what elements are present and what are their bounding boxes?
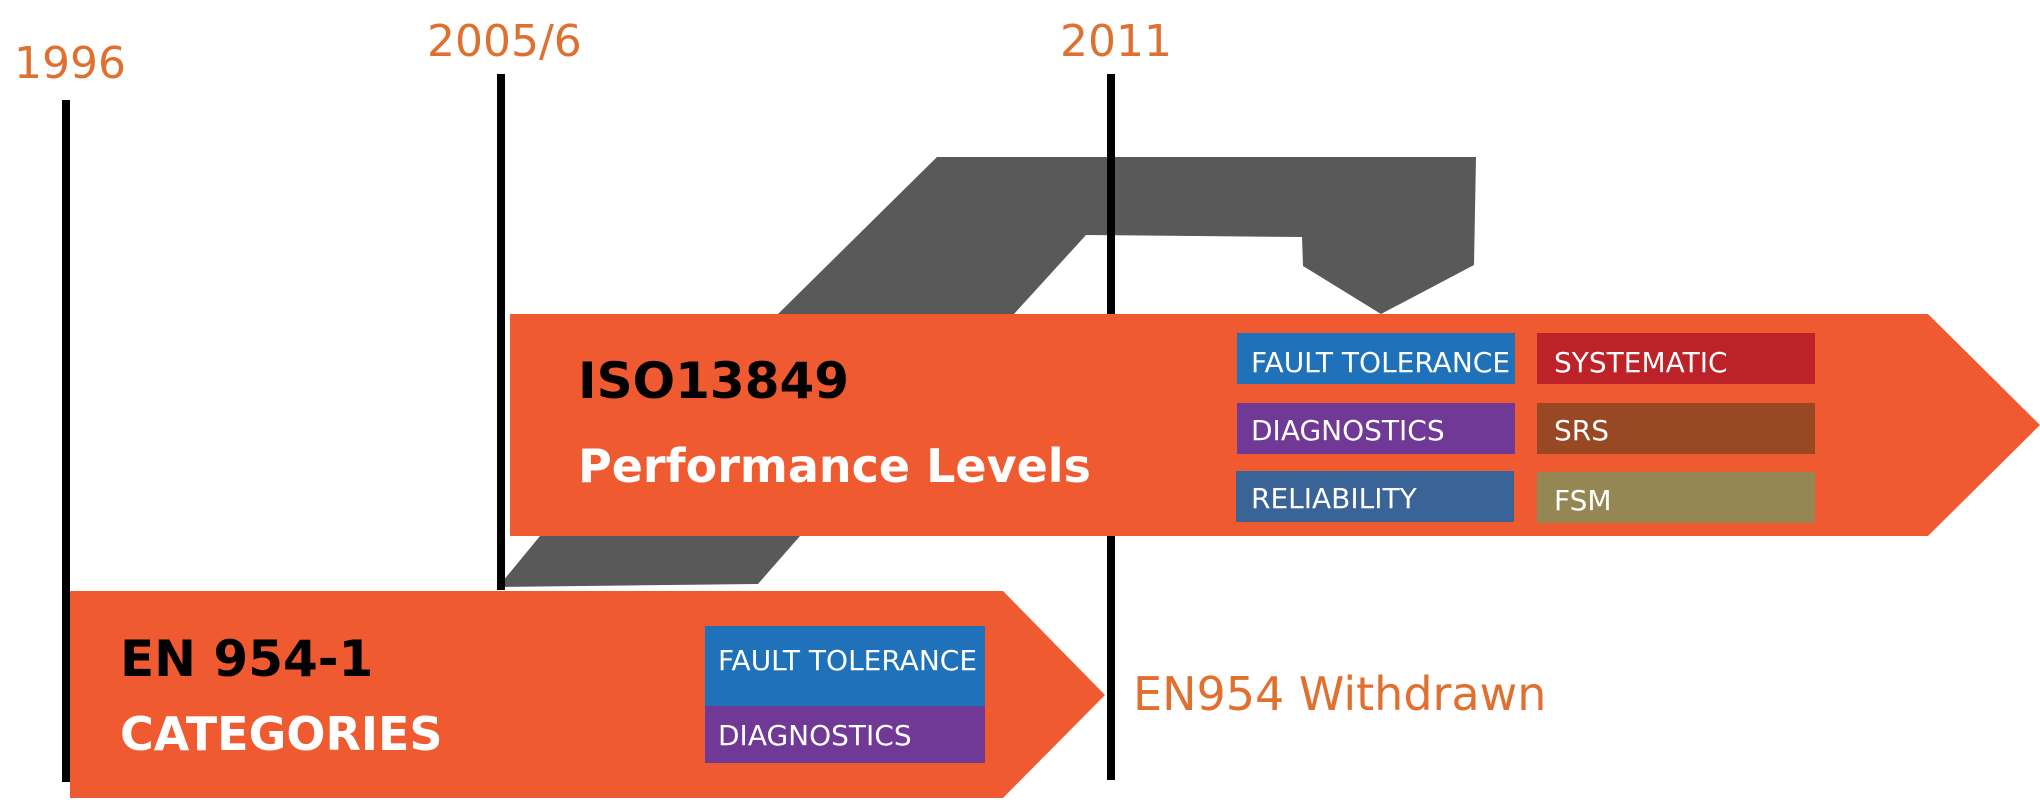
- iso-tag-srs-box: [1537, 403, 1815, 454]
- iso13849-arrow: ISO13849 Performance Levels FAULT TOLERA…: [510, 314, 2040, 536]
- iso-tag-systematic-label: SYSTEMATIC: [1554, 346, 1728, 379]
- iso13849-title: ISO13849: [578, 352, 849, 410]
- en954-tag-fault-tolerance-label: FAULT TOLERANCE: [718, 644, 977, 677]
- iso-tag-fault-tolerance-label: FAULT TOLERANCE: [1251, 346, 1510, 379]
- connector-upper-gray-shape: [778, 157, 1476, 314]
- iso-tag-srs-label: SRS: [1554, 414, 1609, 447]
- iso-tag-reliability-label: RELIABILITY: [1251, 482, 1418, 515]
- year-label-2011: 2011: [1060, 16, 1172, 67]
- year-label-2005-6: 2005/6: [427, 16, 582, 67]
- iso-tag-fsm-box: [1537, 472, 1815, 523]
- iso-tag-reliability-box: [1236, 471, 1514, 522]
- en954-tag-fault-tolerance-box: [705, 626, 985, 706]
- connector-lower-gray-shape: [498, 536, 800, 587]
- year-label-1996: 1996: [14, 38, 126, 89]
- iso-tag-fault-tolerance-box: [1237, 333, 1515, 384]
- en954-tag-diagnostics-box: [705, 706, 985, 763]
- en954-subtitle: CATEGORIES: [120, 707, 443, 761]
- en954-title: EN 954-1: [120, 630, 373, 688]
- iso13849-subtitle: Performance Levels: [578, 439, 1091, 493]
- iso-tag-systematic-box: [1537, 333, 1815, 384]
- en954-arrow: EN 954-1 CATEGORIES FAULT TOLERANCE DIAG…: [70, 591, 1105, 798]
- iso-tag-diagnostics-box: [1237, 403, 1515, 454]
- iso-tag-diagnostics-label: DIAGNOSTICS: [1251, 414, 1445, 447]
- en954-withdrawn-note: EN954 Withdrawn: [1133, 667, 1546, 721]
- iso-tag-fsm-label: FSM: [1554, 484, 1612, 517]
- en954-tag-diagnostics-label: DIAGNOSTICS: [718, 719, 912, 752]
